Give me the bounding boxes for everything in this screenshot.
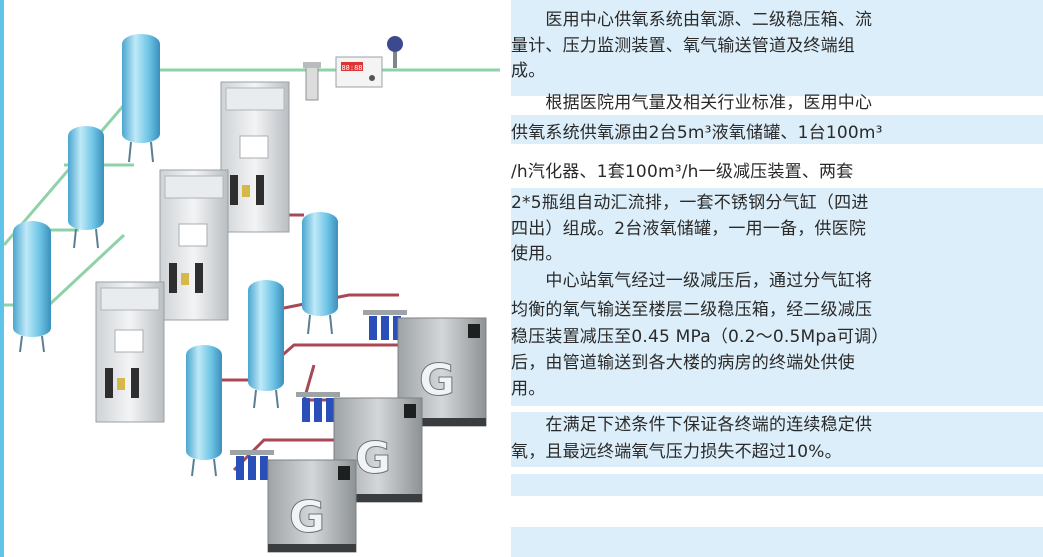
tank: [68, 126, 104, 249]
panel-stripe: [511, 0, 1043, 96]
paragraph-line: 后，由管道输送到各大楼的病房的终端处供使: [511, 353, 855, 373]
tank: [122, 34, 160, 163]
paragraph-line: 在满足下述条件下保证各终端的连续稳定供: [511, 415, 873, 435]
paragraph-line: 中心站氧气经过一级减压后，通过分气缸将: [511, 271, 873, 291]
paragraph-line: 稳压装置减压至0.45 MPa（0.2～0.5Mpa可调）: [511, 327, 889, 347]
paragraph-line: 量计、压力监测装置、氧气输送管道及终端组: [511, 36, 855, 56]
pressure-gauge-icon: [387, 36, 403, 68]
paragraph-line: 用。: [511, 379, 546, 399]
svg-text:G: G: [419, 355, 455, 406]
tank: [302, 212, 338, 335]
paragraph-line: 供氧系统供氧源由2台5m³液氧储罐、1台100m³: [511, 123, 883, 143]
oxygen-concentrator: [220, 81, 290, 233]
air-compressor: G: [333, 397, 423, 503]
paragraph-line: 氧，且最远终端氧气压力损失不超过10%。: [511, 442, 842, 462]
paragraph-line: 成。: [511, 61, 546, 81]
paragraph-line: 四出）组成。2台液氧储罐，一用一备，供医院: [511, 219, 867, 239]
panel-stripe: [511, 115, 1043, 144]
filter-bank: [296, 392, 340, 422]
oxygen-concentrator: [95, 281, 165, 423]
svg-text:G: G: [289, 492, 325, 543]
oxygen-concentrator: [159, 169, 229, 321]
left-border-accent: [0, 0, 4, 557]
paragraph-line: 2*5瓶组自动汇流排，一套不锈钢分气缸（四进: [511, 193, 869, 213]
svg-text:G: G: [355, 433, 391, 484]
air-compressor: G: [397, 317, 487, 427]
panel-stripe: [511, 188, 1043, 406]
tank: [13, 221, 51, 353]
panel-stripe: [511, 412, 1043, 467]
panel-stripe: [511, 527, 1043, 557]
filter-bank: [230, 450, 274, 480]
tank: [248, 280, 284, 409]
control-monitor: 88:88: [335, 56, 383, 88]
tank: [186, 345, 222, 477]
paragraph-line: 使用。: [511, 244, 563, 264]
description-panel: 医用中心供氧系统由氧源、二级稳压箱、流 量计、压力监测装置、氧气输送管道及终端组…: [511, 0, 1043, 557]
paragraph-line: 医用中心供氧系统由氧源、二级稳压箱、流: [511, 10, 873, 30]
panel-stripe: [511, 474, 1043, 496]
paragraph-line: 均衡的氧气输送至楼层二级稳压箱，经二级减压: [511, 300, 873, 320]
paragraph-line: /h汽化器、1套100m³/h一级减压装置、两套: [511, 162, 854, 182]
filter-bank: [363, 310, 407, 340]
oxygen-system-illustration: 88:88 G G G: [4, 34, 500, 553]
svg-text:88:88: 88:88: [341, 64, 362, 72]
paragraph-line: 根据医院用气量及相关行业标准，医用中心: [511, 93, 873, 113]
air-compressor: G: [267, 459, 357, 553]
pressure-regulator: [303, 62, 321, 101]
